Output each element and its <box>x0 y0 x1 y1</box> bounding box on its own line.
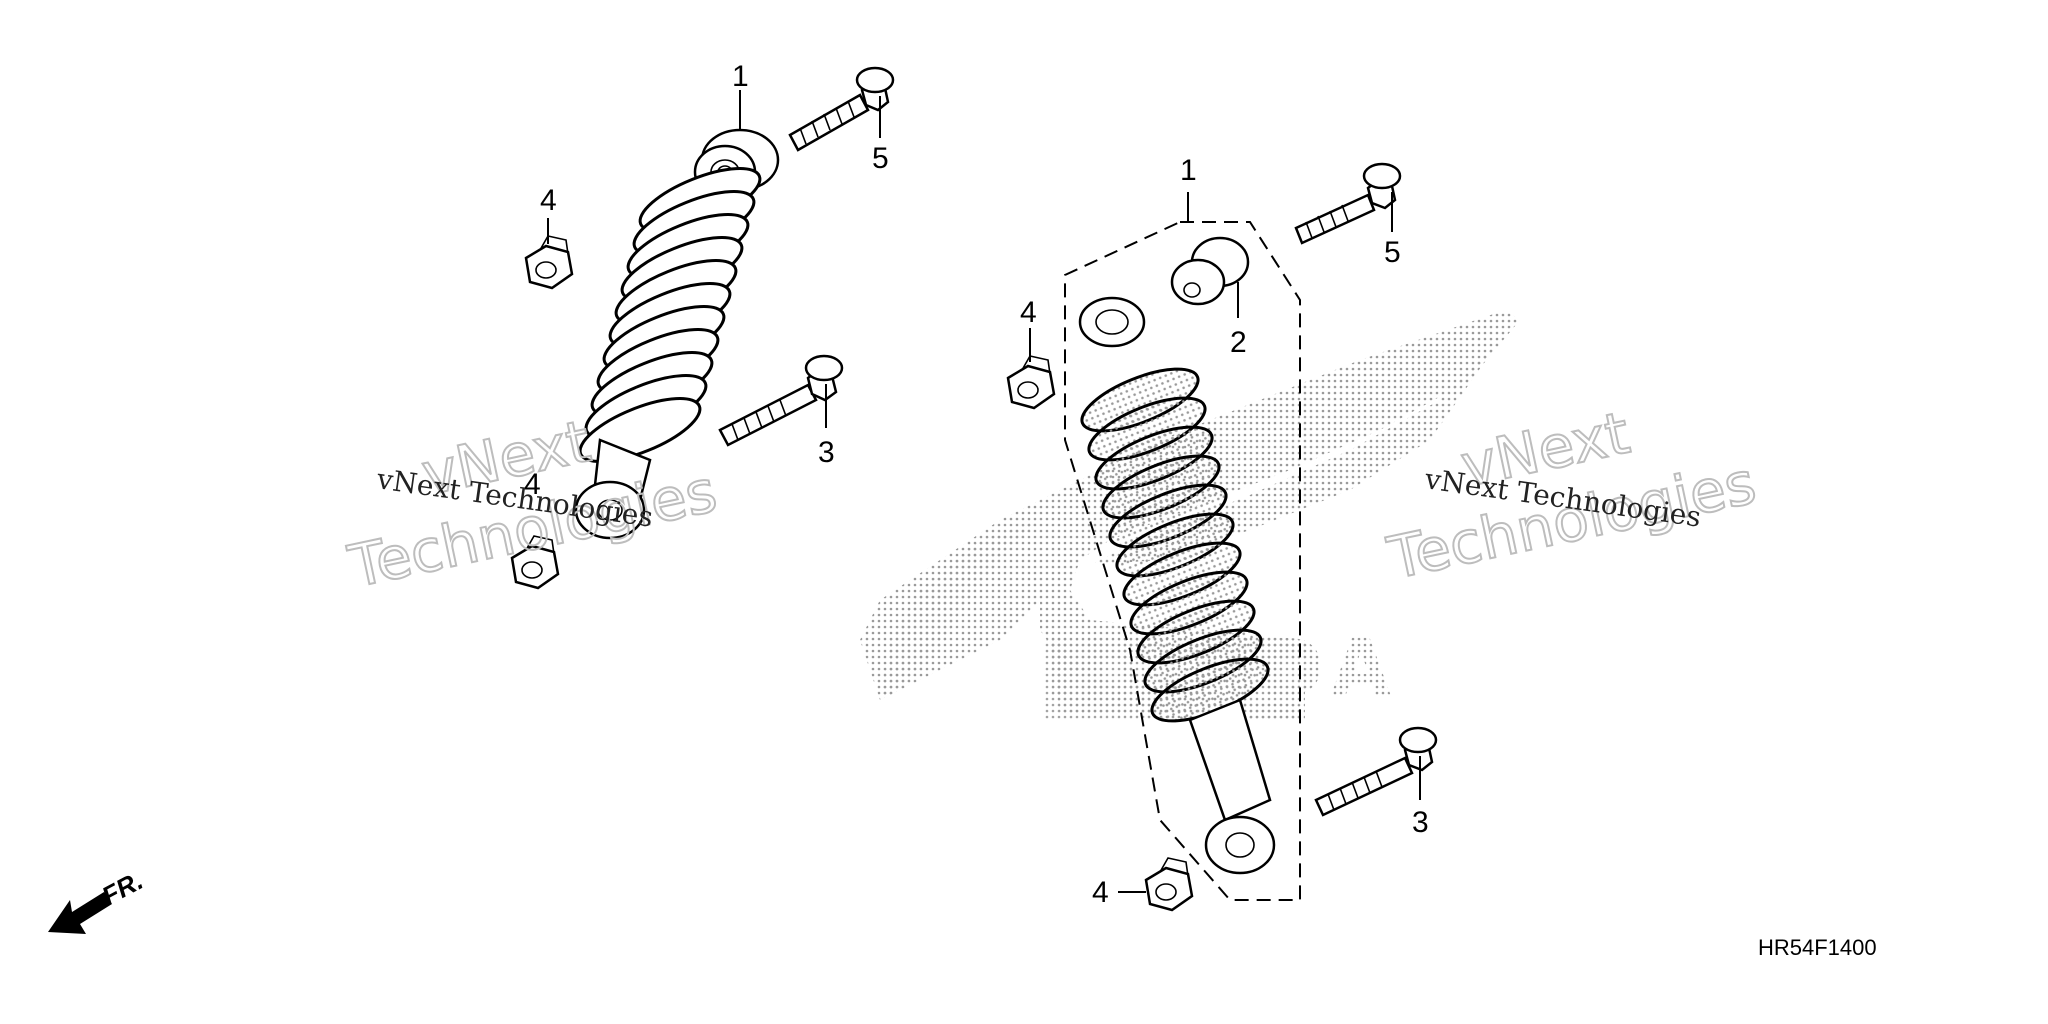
callout-left-top-nut: 4 <box>540 184 557 217</box>
right-shock-assembly-outline <box>1064 221 1301 901</box>
callout-right-bushing: 2 <box>1230 326 1247 359</box>
callout-right-shock: 1 <box>1180 154 1197 187</box>
callout-left-bottom-nut: 4 <box>524 468 541 501</box>
right-top-bolt[interactable] <box>1294 162 1402 245</box>
left-top-bolt[interactable] <box>788 66 895 152</box>
callout-left-bottom-bolt: 3 <box>818 436 835 469</box>
right-bottom-bolt[interactable] <box>1314 726 1438 817</box>
right-shock-absorber[interactable] <box>1074 296 1276 875</box>
left-bottom-nut[interactable] <box>510 535 560 590</box>
left-bottom-bolt[interactable] <box>718 354 844 447</box>
left-shock-absorber[interactable] <box>572 128 780 540</box>
callout-right-bottom-nut: 4 <box>1092 876 1109 909</box>
right-top-nut[interactable] <box>1006 355 1056 410</box>
front-direction-arrow-icon <box>48 892 112 934</box>
callout-left-shock: 1 <box>732 60 749 93</box>
drawing-code: HR54F1400 <box>1758 935 1877 960</box>
callout-right-top-bolt: 5 <box>1384 236 1401 269</box>
right-bottom-nut[interactable] <box>1144 857 1194 912</box>
left-top-nut[interactable] <box>524 235 574 290</box>
callout-right-top-nut: 4 <box>1020 296 1037 329</box>
callout-left-top-bolt: 5 <box>872 142 889 175</box>
callout-right-bottom-bolt: 3 <box>1412 806 1429 839</box>
right-bushing[interactable] <box>1170 236 1250 306</box>
